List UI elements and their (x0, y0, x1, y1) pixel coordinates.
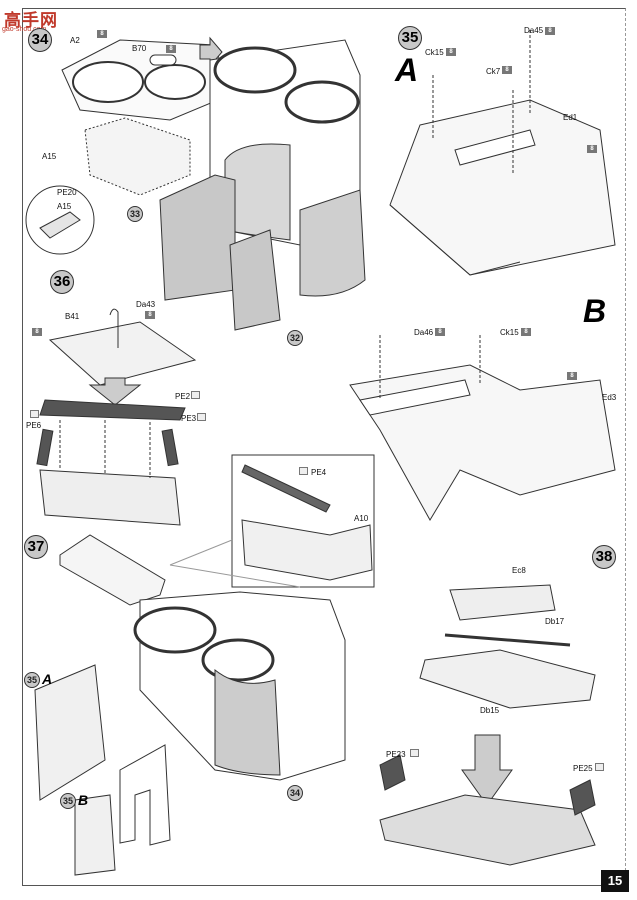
curved-wall (224, 143, 291, 241)
variant-b-small: B (78, 792, 89, 808)
subassembly-32: 32 (287, 330, 303, 346)
tag-a2: 8 (97, 30, 107, 38)
side-panel-33 (159, 174, 236, 301)
tag-b41: 8 (32, 328, 42, 336)
label-db15: Db15 (480, 706, 500, 715)
assembly-38 (379, 794, 596, 866)
arrow-down-icon-38 (461, 734, 513, 806)
pe-icon-pe4 (299, 467, 308, 475)
label-da46: Da46 (414, 328, 434, 337)
panel-a15 (84, 117, 191, 196)
subassembly-34: 34 (287, 785, 303, 801)
tag-ed3: 8 (567, 372, 577, 380)
label-ck15: Ck15 (425, 48, 444, 57)
part-pe23 (379, 754, 406, 791)
label-pe6: PE6 (26, 421, 42, 430)
pe-icon-pe3 (197, 413, 206, 421)
page-frame (22, 8, 626, 886)
tag-ck15-b: 8 (521, 328, 531, 336)
step-36: 36 (50, 270, 74, 294)
label-ec8: Ec8 (512, 566, 526, 575)
label-a15: A15 (42, 152, 57, 161)
strip-pe6 (36, 428, 54, 467)
panel-a10 (241, 519, 373, 581)
label-pe25: PE25 (573, 764, 593, 773)
page-number: 15 (601, 870, 629, 892)
label-a10: A10 (354, 514, 369, 523)
variant-b-label: B (583, 293, 607, 329)
label-ed3: Ed3 (602, 393, 617, 402)
subassembly-33: 33 (127, 206, 143, 222)
pe-icon-pe2 (191, 391, 200, 399)
curved-wall-front (299, 189, 366, 297)
part-pe25 (569, 779, 596, 816)
variant-a-small: A (42, 671, 53, 687)
strip-pe3 (161, 428, 179, 467)
label-ck15-b: Ck15 (500, 328, 519, 337)
side-35a (34, 664, 106, 801)
tag-ck7: 8 (502, 66, 512, 74)
tag-da46: 8 (435, 328, 445, 336)
subassembly-35a: 35 (24, 672, 40, 688)
label-ed1: Ed1 (563, 113, 578, 122)
label-ck7: Ck7 (486, 67, 501, 76)
tag-da43: 8 (145, 311, 155, 319)
plate-b41 (48, 321, 197, 386)
label-a2: A2 (70, 36, 80, 45)
side-35b (74, 794, 116, 876)
label-b41: B41 (65, 312, 80, 321)
plate-bottom (39, 469, 181, 526)
top-plate-37 (59, 534, 166, 606)
tag-b70: 8 (166, 45, 176, 53)
label-pe23: PE23 (386, 750, 406, 759)
variant-a-label: A (395, 52, 419, 88)
label-pe4: PE4 (311, 468, 327, 477)
label-pe20: PE20 (57, 188, 77, 197)
floor-ed1 (389, 99, 616, 276)
tag-ed1: 8 (587, 145, 597, 153)
pe-icon-pe23 (410, 749, 419, 757)
rail-pe2 (39, 399, 186, 421)
strip-pe4 (241, 464, 331, 513)
watermark-logo: 高手网 (4, 11, 58, 31)
label-b70: B70 (132, 44, 147, 53)
step-35: 35 (398, 26, 422, 50)
label-pe3: PE3 (181, 414, 197, 423)
step-38: 38 (592, 545, 616, 569)
step-37: 37 (24, 535, 48, 559)
tag-da45: 8 (545, 27, 555, 35)
frame-35b (119, 744, 171, 846)
label-da45: Da45 (524, 26, 544, 35)
pe-icon-pe25 (595, 763, 604, 771)
label-a15-detail: A15 (57, 202, 72, 211)
label-pe2: PE2 (175, 392, 191, 401)
step-34: 34 (28, 28, 52, 52)
part-ec8 (449, 584, 556, 621)
label-da43: Da43 (136, 300, 156, 309)
pe-icon-pe6 (30, 410, 39, 418)
floor-ed3 (349, 364, 616, 521)
subassembly-35b: 35 (60, 793, 76, 809)
watermark-url: gao-shou.com (2, 26, 47, 33)
part-db15 (419, 649, 596, 709)
side-panel-32 (229, 229, 281, 331)
arrow-down-icon (88, 377, 142, 406)
label-db17: Db17 (545, 617, 565, 626)
tag-ck15: 8 (446, 48, 456, 56)
